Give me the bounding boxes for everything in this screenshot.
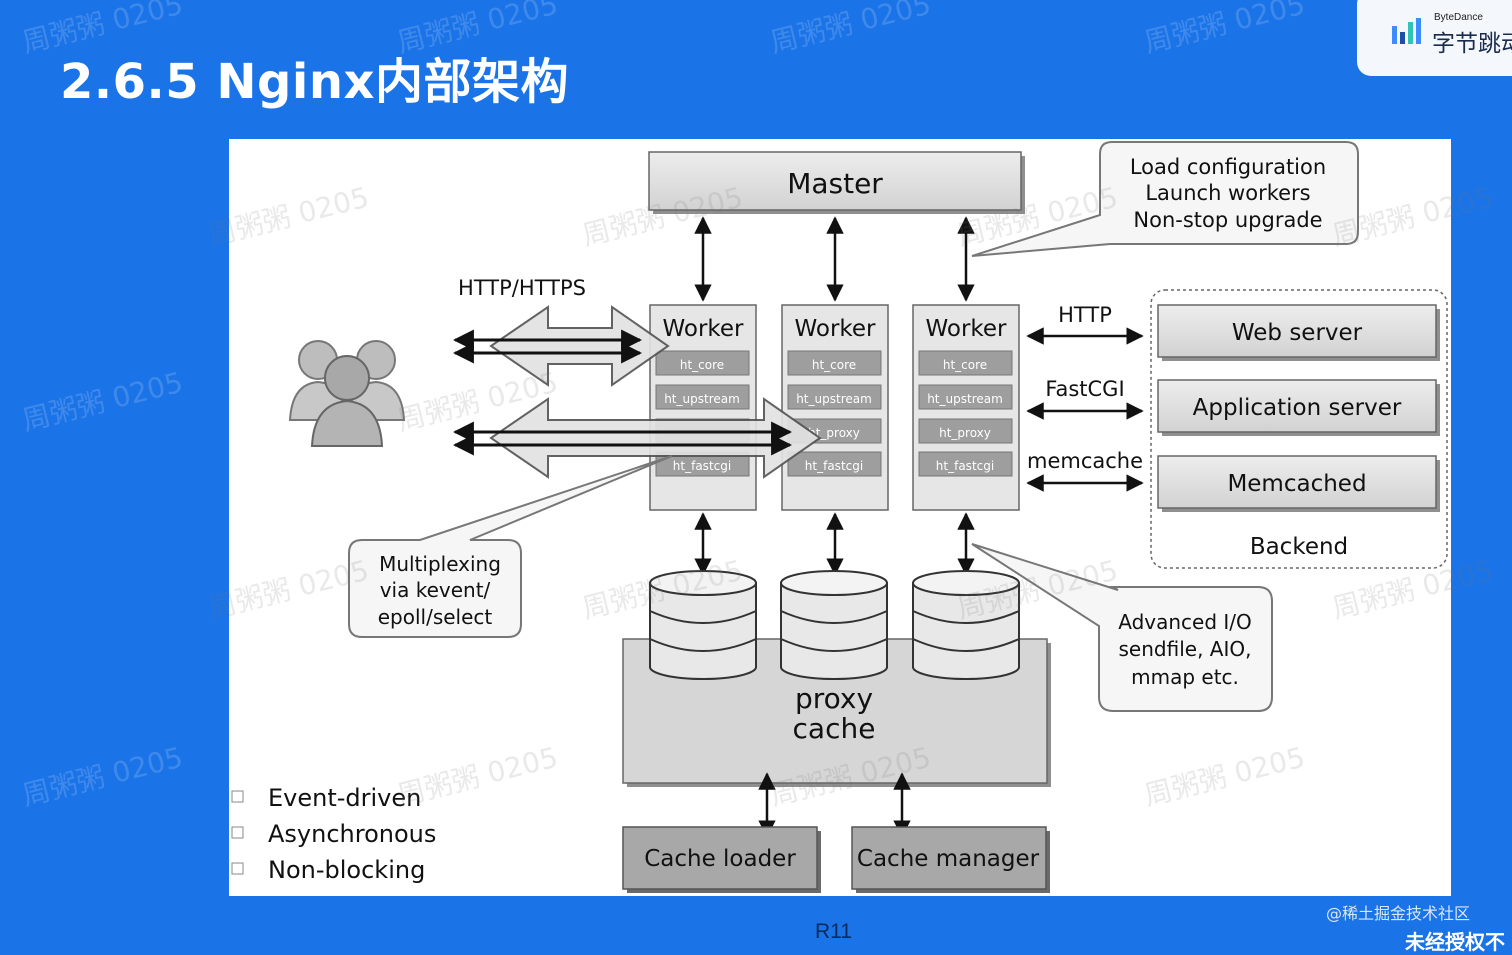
bullet-icon xyxy=(231,862,244,875)
backend-application-server: Application server xyxy=(1193,395,1402,421)
multiplexing-callout: Multiplexing via kevent/ epoll/select xyxy=(348,455,673,638)
master-box: Master xyxy=(648,151,1025,214)
worker-2-module-1: ht_core xyxy=(812,358,856,372)
backend-web-server: Web server xyxy=(1232,320,1363,346)
bytedance-logo-icon xyxy=(1392,18,1421,44)
master-callout-line-3: Non-stop upgrade xyxy=(1133,208,1322,232)
users-icon xyxy=(288,340,406,447)
worker-2-module-4: ht_fastcgi xyxy=(805,459,863,473)
cache-manager-label: Cache manager xyxy=(857,846,1040,872)
backend-memcached: Memcached xyxy=(1227,471,1366,497)
notice-text: 未经授权不 xyxy=(1405,930,1505,954)
bullet-icon xyxy=(231,790,244,803)
page-label: R11 xyxy=(815,920,852,943)
credit-text: @稀土掘金技术社区 xyxy=(1326,904,1471,923)
bullet-icon xyxy=(231,826,244,839)
logo-name: 字节跳动 xyxy=(1432,31,1512,57)
master-callout-line-1: Load configuration xyxy=(1130,155,1326,179)
proxy-cache-line-1: proxy xyxy=(795,682,873,715)
io-line-3: mmap etc. xyxy=(1131,665,1239,689)
cache-manager-box: Cache manager xyxy=(851,826,1050,893)
master-label: Master xyxy=(787,167,883,200)
logo-card xyxy=(1357,0,1512,76)
cache-disk-1 xyxy=(649,570,757,680)
worker-2: Worker ht_core ht_upstream ht_proxy ht_f… xyxy=(781,304,889,511)
worker-2-module-2: ht_upstream xyxy=(796,392,872,406)
worker-3: Worker ht_core ht_upstream ht_proxy ht_f… xyxy=(912,304,1020,511)
cache-loader-box: Cache loader xyxy=(622,826,821,893)
feature-2: Asynchronous xyxy=(268,820,436,848)
multiplex-line-2: via kevent/ xyxy=(380,578,491,602)
multiplex-line-1: Multiplexing xyxy=(379,552,501,576)
worker-3-module-2: ht_upstream xyxy=(927,392,1003,406)
worker-3-module-4: ht_fastcgi xyxy=(936,459,994,473)
proxy-cache-line-2: cache xyxy=(793,712,876,745)
feature-1: Event-driven xyxy=(268,784,421,812)
worker-1-title: Worker xyxy=(662,316,744,342)
feature-3: Non-blocking xyxy=(268,856,425,884)
protocol-label: HTTP/HTTPS xyxy=(458,276,586,300)
slide-title: 2.6.5 Nginx内部架构 xyxy=(60,54,569,110)
cache-loader-label: Cache loader xyxy=(644,846,796,872)
io-line-1: Advanced I/O xyxy=(1118,610,1252,634)
backend-group: Web server Application server Memcached … xyxy=(1150,289,1448,569)
cache-disk-3 xyxy=(912,570,1020,680)
worker-3-module-1: ht_core xyxy=(943,358,987,372)
master-callout: Load configuration Launch workers Non-st… xyxy=(971,141,1359,257)
worker-1-module-1: ht_core xyxy=(680,358,724,372)
worker-1-module-2: ht_upstream xyxy=(664,392,740,406)
cache-disk-2 xyxy=(780,570,888,680)
worker-3-title: Worker xyxy=(925,316,1007,342)
link-http-label: HTTP xyxy=(1058,303,1112,327)
backend-label: Backend xyxy=(1250,534,1348,560)
worker-2-module-3: ht_proxy xyxy=(808,426,860,440)
multiplex-line-3: epoll/select xyxy=(378,605,493,629)
worker-1-module-4: ht_fastcgi xyxy=(673,459,731,473)
feature-list: Event-driven Asynchronous Non-blocking xyxy=(231,784,436,884)
link-fastcgi-label: FastCGI xyxy=(1045,377,1124,401)
master-callout-line-2: Launch workers xyxy=(1145,181,1310,205)
client-connection-arrow-1 xyxy=(489,305,670,387)
worker-2-title: Worker xyxy=(794,316,876,342)
link-memcache-label: memcache xyxy=(1027,449,1143,473)
worker-3-module-3: ht_proxy xyxy=(939,426,991,440)
io-line-2: sendfile, AIO, xyxy=(1119,637,1252,661)
worker-1: Worker ht_core ht_upstream ht_fastcgi xyxy=(649,304,757,511)
logo-small-text: ByteDance xyxy=(1434,12,1483,23)
advanced-io-callout: Advanced I/O sendfile, AIO, mmap etc. xyxy=(971,543,1273,712)
